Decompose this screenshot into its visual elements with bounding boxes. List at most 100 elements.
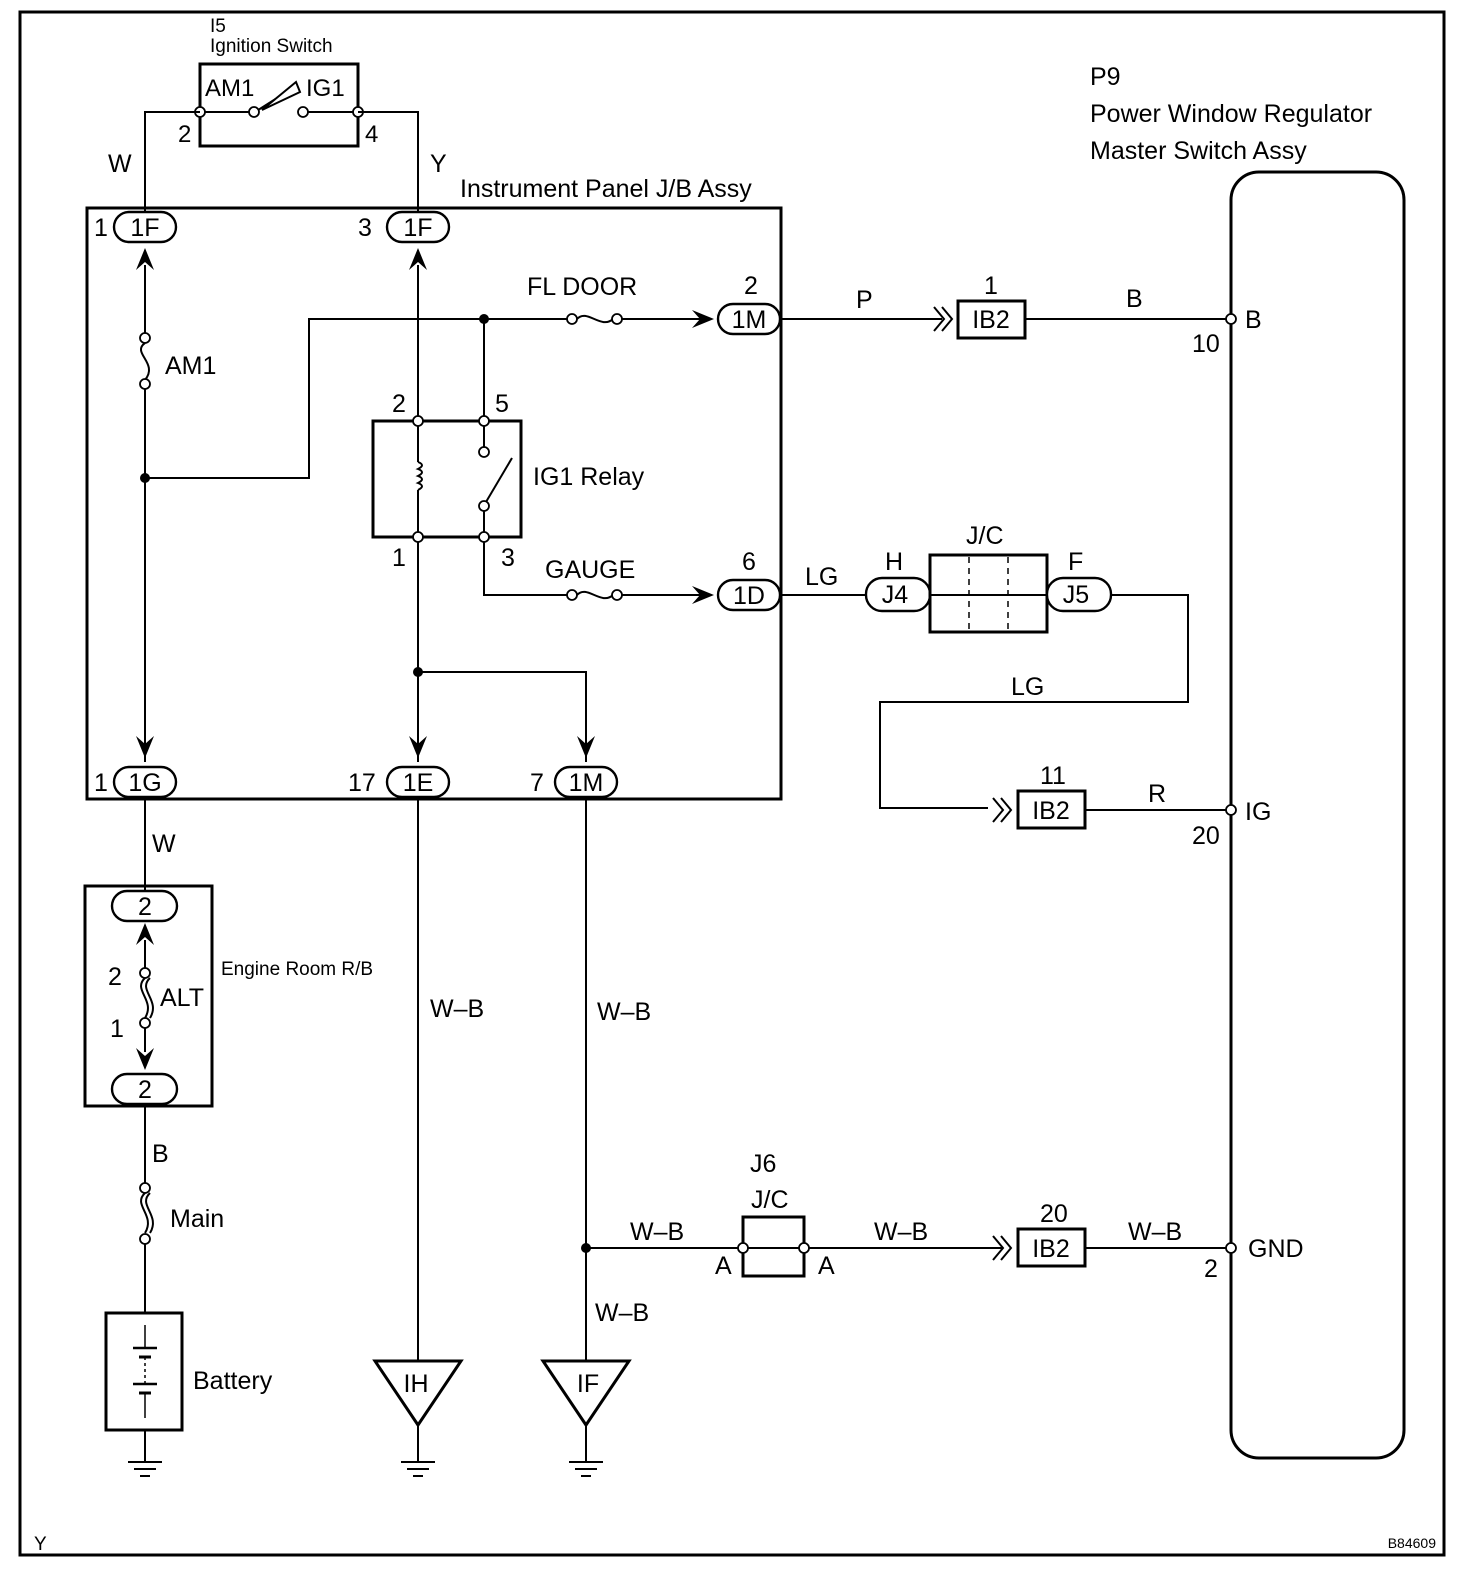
jc2-terminal-a-left [737,1242,749,1254]
connector-rb-top-label: 2 [138,893,152,921]
connector-1f-left-label: 1F [130,214,159,242]
fuse-gauge-label: GAUGE [545,556,635,584]
relay-label: IG1 Relay [533,463,645,491]
connector-ib2-1-pin: 1 [984,272,998,300]
fuse-alt-label: ALT [160,984,204,1012]
connector-ib2-20-label: IB2 [1032,1235,1070,1263]
connector-ib2-11-label: IB2 [1032,797,1070,825]
fuse-alt-pin-2: 2 [108,963,122,991]
connector-1m-bottom-label: 1M [569,769,604,797]
fuse-fl-door-terminal [566,313,578,325]
connector-1f-right-pin: 3 [358,214,372,242]
jc1-pin-f: F [1068,548,1083,576]
connector-1f-left-pin: 1 [94,214,108,242]
wire-color-wb-1m: W–B [597,998,651,1026]
connector-1e-label: 1E [403,769,434,797]
fuse-alt-pin-1: 1 [110,1015,124,1043]
fuse-alt-terminal [139,967,151,979]
fuse-gauge-terminal [611,589,623,601]
wire-color-b: B [1126,285,1143,313]
wire-y-ig1 [358,111,419,211]
fuse-fl-door-icon [576,314,614,324]
relay-contact-blade [485,457,513,503]
connector-rb-bottom [110,1072,179,1106]
relay-box [371,419,523,539]
terminal-gnd-name: GND [1248,1235,1304,1263]
ignition-contact-pivot [248,106,260,118]
master-terminal-gnd [1225,1242,1237,1254]
junction-connector-jc1 [928,553,1049,634]
master-switch-code: P9 [1090,63,1121,91]
connector-rb-top [110,889,179,923]
ignition-contact-fixed [297,106,309,118]
connector-1m-top-label: 1M [732,306,767,334]
wire-color-b-low: B [152,1140,169,1168]
connector-1d-pin: 6 [742,548,756,576]
battery-box [104,1311,184,1432]
wire-color-wb-jc-left: W–B [630,1218,684,1246]
relay-terminal-1 [412,531,424,543]
ground-point-ih [372,1359,464,1428]
wire-color-w: W [108,150,132,178]
jc2-terminal-a-right [798,1242,810,1254]
connector-ib2-11-pin: 11 [1040,762,1066,790]
fuse-am1-label: AM1 [165,352,216,380]
ignition-blade-head [261,80,302,111]
master-switch-name-1: Power Window Regulator [1090,100,1372,128]
master-switch-name-2: Master Switch Assy [1090,137,1307,165]
jc2-label: J/C [751,1186,789,1214]
connector-j5-label: J5 [1063,581,1089,609]
ground-point-ih-label: IH [404,1370,429,1398]
relay-terminal-3 [478,531,490,543]
terminal-gnd-pin: 2 [1204,1255,1218,1283]
ignition-switch-label: Ignition Switch [210,36,333,57]
terminal-ig-pin: 20 [1192,822,1220,850]
relay-pin-3: 3 [501,544,515,572]
wire-am1-tap [145,318,484,479]
connector-rb-bottom-label: 2 [138,1076,152,1104]
connector-1f-right [385,210,451,244]
wire-color-w-low: W [152,830,176,858]
terminal-ig-name: IG [1245,798,1271,826]
wire-color-r: R [1148,780,1166,808]
connector-chevron-icon [992,797,1012,823]
wire-color-wb-gnd: W–B [1128,1218,1182,1246]
wire-color-y: Y [430,150,447,178]
wire-color-lg-2: LG [1011,673,1044,701]
wire-color-wb-jc-right: W–B [874,1218,928,1246]
connector-j4-label: J4 [882,581,909,609]
ground-point-if-label: IF [577,1370,599,1398]
wire-color-p: P [856,286,873,314]
fuse-main-terminal [139,1182,151,1194]
fuse-am1-terminal-top [139,332,151,344]
relay-pin-2: 2 [392,390,406,418]
ground-icon [128,1461,162,1477]
relay-pin-1: 1 [392,544,406,572]
connector-1e-pin: 17 [348,769,376,797]
ground-icon [569,1461,603,1477]
relay-terminal-5 [478,415,490,427]
connector-1d-label: 1D [733,582,765,610]
terminal-b-pin: 10 [1192,330,1220,358]
wire-color-wb-down: W–B [595,1299,649,1327]
jb-box [85,206,783,801]
ignition-pin-4: 4 [365,121,378,148]
wire-to-1m-bottom [418,671,587,762]
wire-color-lg-1: LG [805,563,838,591]
connector-1f-left [112,210,178,244]
fuse-fl-door-terminal [611,313,623,325]
fusible-link-main-icon [140,1192,154,1234]
connector-ib2-1-label: IB2 [972,306,1010,334]
relay-contact-fixed [478,446,490,458]
connector-1m-top-pin: 2 [744,272,758,300]
ignition-switch-code: I5 [210,16,226,37]
fuse-main-terminal [139,1233,151,1245]
wire-color-wb-1e: W–B [430,995,484,1023]
engine-room-rb-label: Engine Room R/B [221,959,373,980]
terminal-b-name: B [1245,306,1262,334]
jc2-pin-a-left: A [715,1252,732,1280]
relay-pin-5: 5 [495,390,509,418]
jc2-pin-a-right: A [818,1252,835,1280]
connector-1g-pin: 1 [94,769,108,797]
